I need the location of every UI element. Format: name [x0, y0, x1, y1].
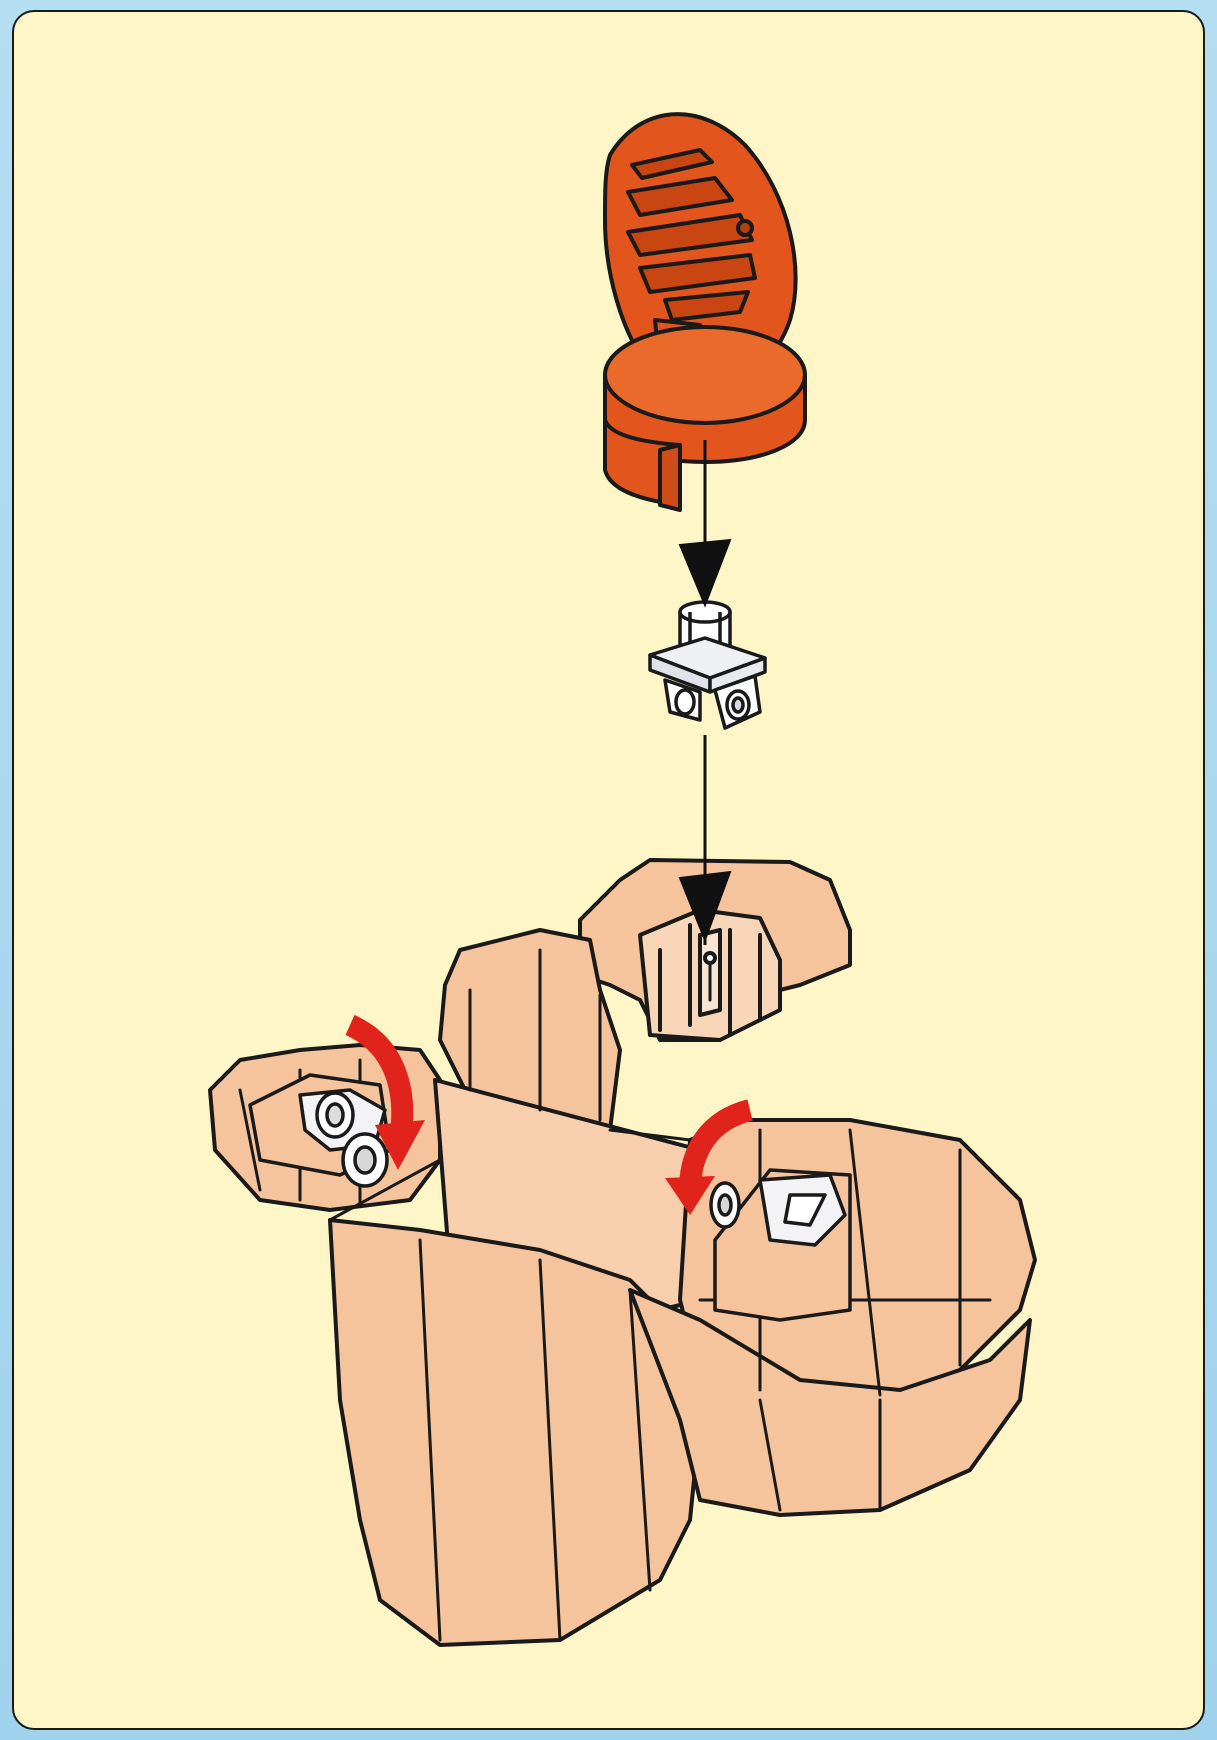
right-hinge-socket: [711, 1170, 850, 1320]
